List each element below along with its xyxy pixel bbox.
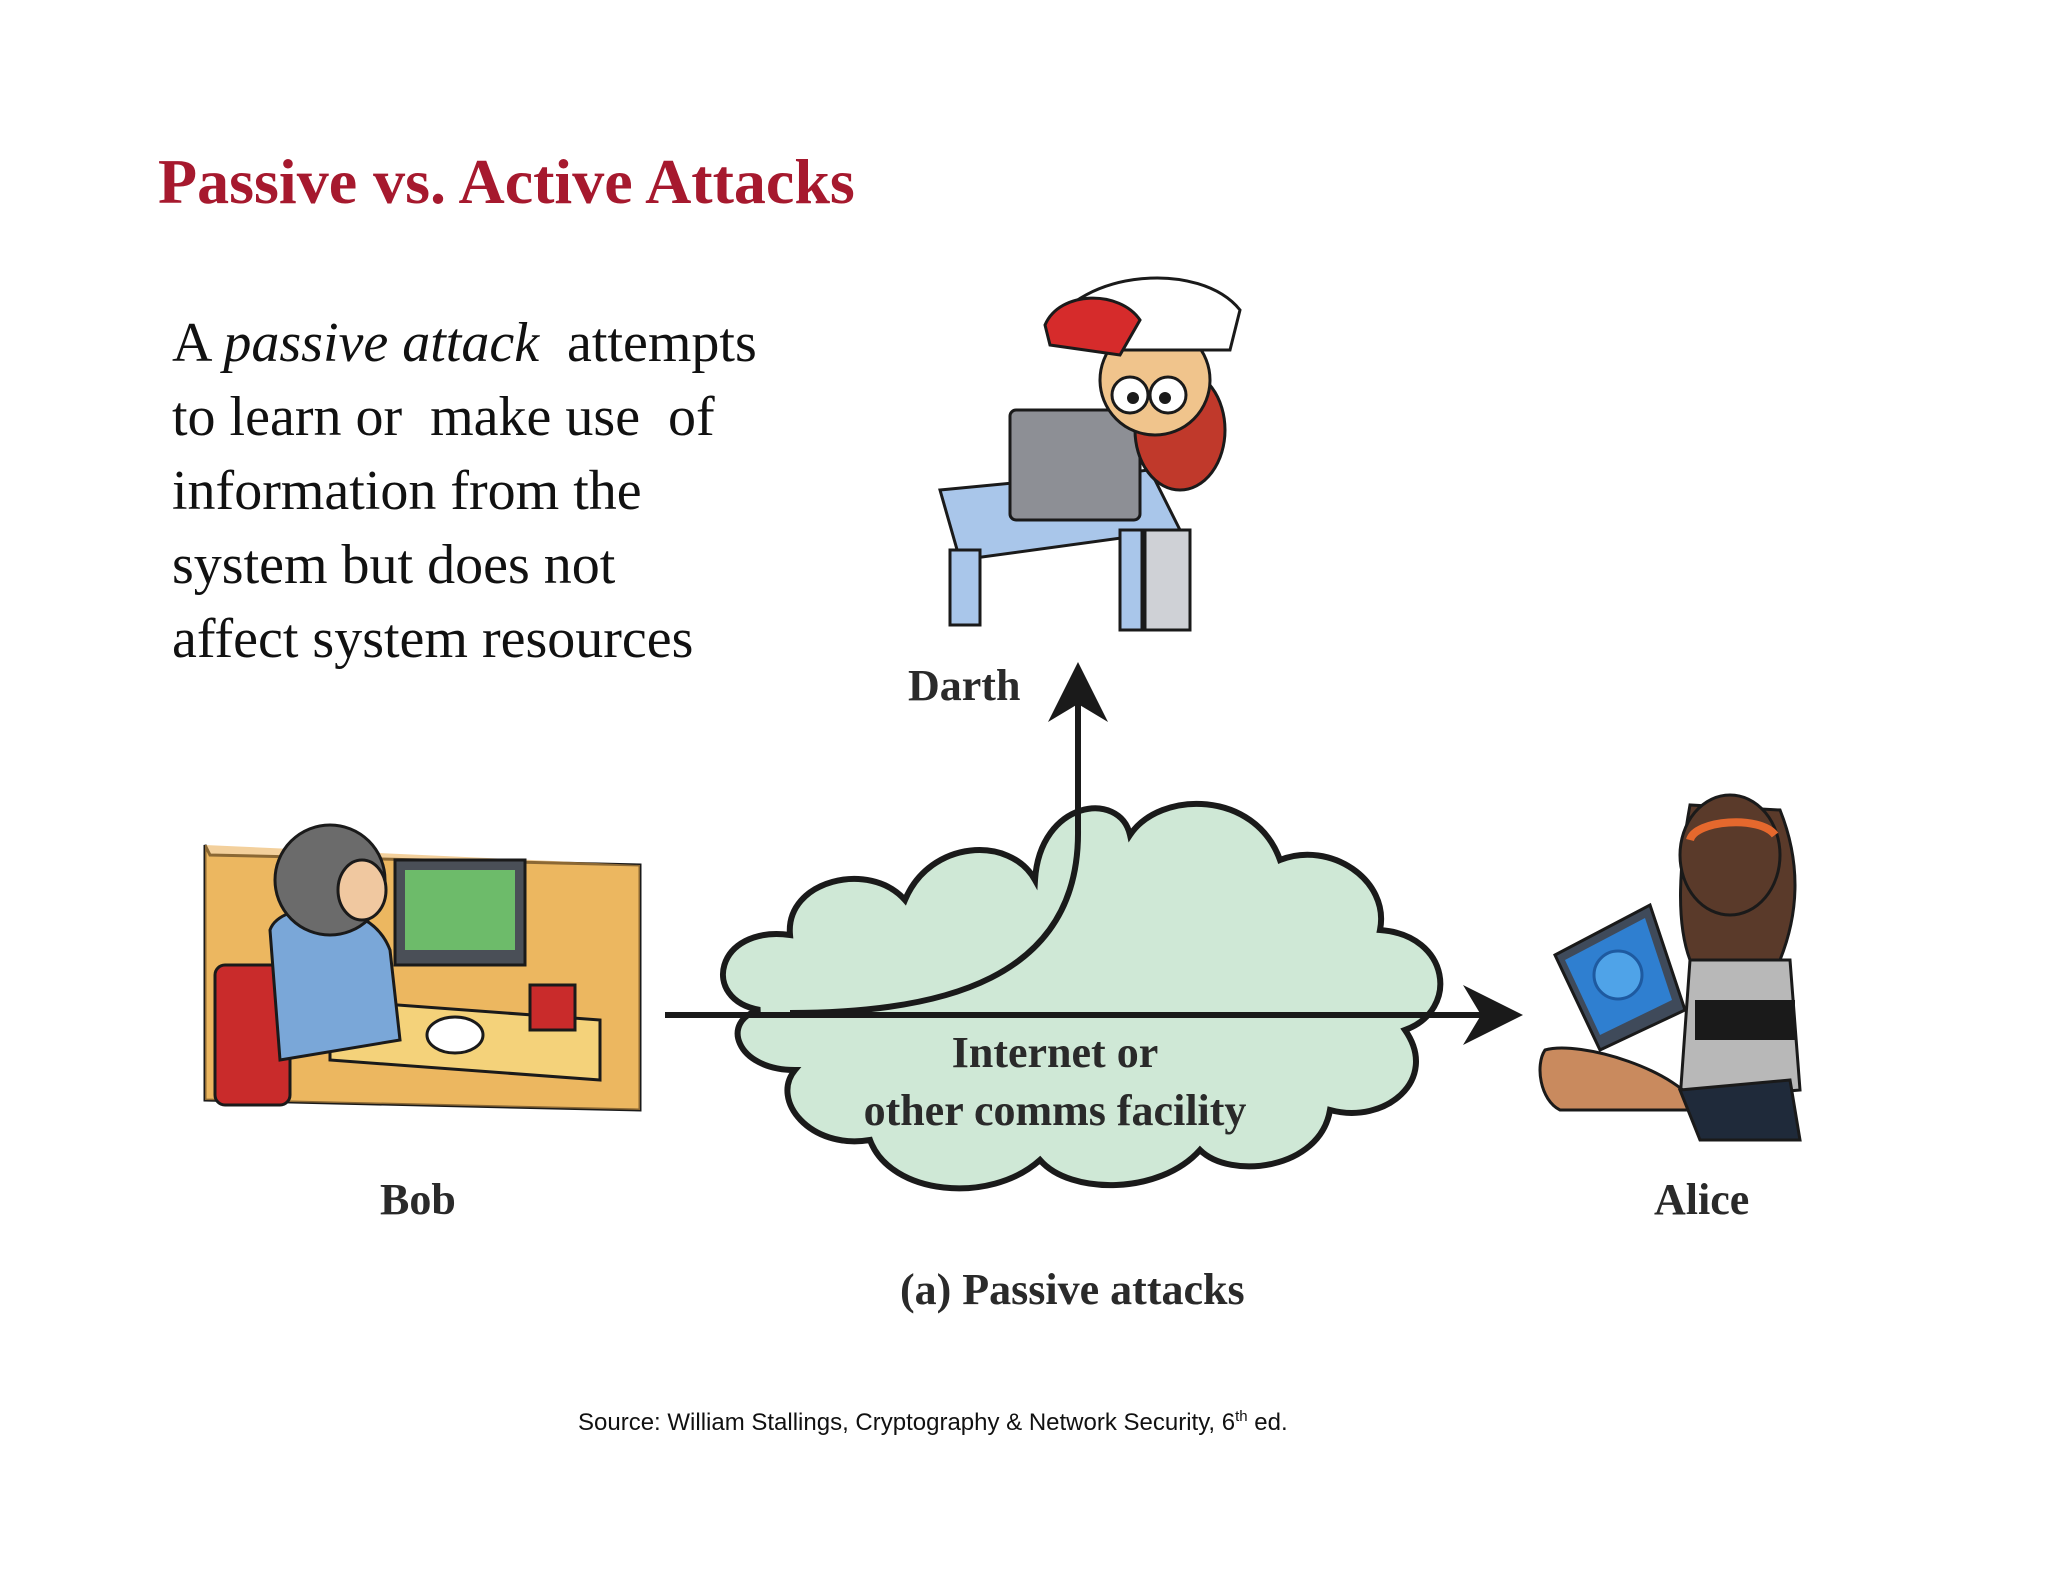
definition-line-4: system but does not	[172, 534, 616, 596]
definition-line-2: to learn or make use of	[172, 386, 715, 448]
definition-article: A	[172, 312, 224, 374]
darth-figure	[938, 276, 1242, 632]
passive-attack-definition: A passive attack attempts to learn or ma…	[172, 306, 892, 676]
darth-label: Darth	[908, 661, 1021, 710]
definition-term: passive attack	[223, 312, 540, 374]
definition-line-3: information from the	[172, 460, 642, 522]
bob-label: Bob	[380, 1175, 456, 1224]
network-label-line-2: other comms facility	[863, 1086, 1247, 1135]
definition-line-1-rest: attempts	[539, 312, 757, 374]
source-suffix: ed.	[1247, 1409, 1288, 1436]
diagram-caption: (a) Passive attacks	[900, 1265, 1245, 1314]
definition-line-1: A passive attack attempts	[172, 306, 892, 380]
bob-figure	[203, 823, 642, 1112]
alice-label: Alice	[1654, 1175, 1750, 1224]
network-label: Internet or other comms facility	[790, 1024, 1320, 1140]
network-label-line-1: Internet or	[951, 1028, 1159, 1077]
definition-line-5: affect system resources	[172, 608, 694, 670]
source-text: Source: William Stallings, Cryptography …	[578, 1409, 1236, 1436]
alice-figure	[1538, 793, 1802, 1142]
source-superscript: th	[1235, 1408, 1248, 1425]
network-cloud	[720, 800, 1444, 1192]
slide-title: Passive vs. Active Attacks	[158, 146, 855, 217]
source-citation: Source: William Stallings, Cryptography …	[578, 1408, 1288, 1437]
intercept-arrow	[789, 662, 1108, 1016]
